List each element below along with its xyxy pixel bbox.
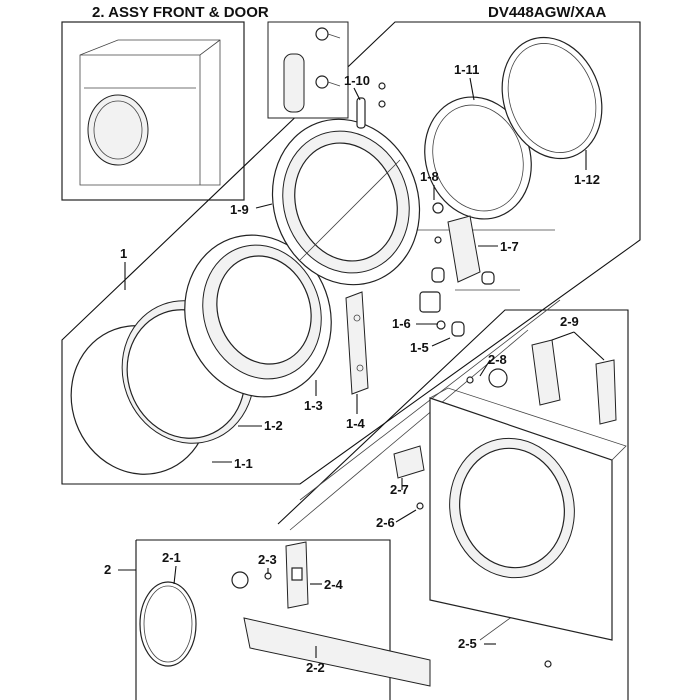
callout-2-7: 2-7: [390, 482, 409, 497]
bottom-ring: [139, 581, 197, 667]
callout-1-5: 1-5: [410, 340, 429, 355]
callout-2-3: 2-3: [258, 552, 277, 567]
panel-brackets: [531, 339, 617, 425]
bottom-assembly-boundary: [135, 539, 391, 700]
bottom-bracket: [285, 541, 309, 609]
callout-1-3: 1-3: [304, 398, 323, 413]
callout-1-6: 1-6: [392, 316, 411, 331]
callout-1-12: 1-12: [574, 172, 600, 187]
callout-1-4: 1-4: [346, 416, 366, 431]
callout-1-8: 1-8: [420, 169, 439, 184]
callout-1-7: 1-7: [500, 239, 519, 254]
model-number: DV448AGW/XAA: [488, 4, 607, 21]
bottom-screw: [231, 571, 272, 589]
door-outer-glass: [424, 96, 532, 220]
callout-2-6: 2-6: [376, 515, 395, 530]
callout-2-9: 2-9: [560, 314, 579, 329]
callout-2-4: 2-4: [324, 577, 344, 592]
door-inner-frame: [184, 234, 332, 398]
door-assembly-boundary: [61, 21, 641, 485]
callout-1: 1: [120, 246, 127, 261]
callout-2-8: 2-8: [488, 352, 507, 367]
bottom-trim: [243, 617, 431, 687]
callout-1-10: 1-10: [344, 73, 370, 88]
dryer-thumbnail: [61, 21, 245, 201]
leader-lines: [118, 77, 605, 658]
door-latch-strip: [345, 291, 369, 395]
callout-1-11: 1-11: [454, 62, 479, 77]
callout-1-9: 1-9: [230, 202, 249, 217]
callout-1-1: 1-1: [234, 456, 253, 471]
callout-2: 2: [104, 562, 111, 577]
callout-1-2: 1-2: [264, 418, 283, 433]
door-outer-frame: [271, 118, 421, 286]
door-glass: [70, 300, 255, 475]
callout-2-5: 2-5: [458, 636, 477, 651]
section-title: 2. ASSY FRONT & DOOR: [92, 4, 269, 21]
door-outer-gasket: [501, 36, 603, 160]
panel-screws: [466, 368, 508, 388]
door-handle-parts: [267, 21, 386, 129]
callout-2-1: 2-1: [162, 550, 181, 565]
callout-2-2: 2-2: [306, 660, 325, 675]
door-switch: [393, 445, 425, 510]
front-assembly-boundary: [277, 309, 629, 700]
front-panel: [429, 387, 627, 668]
door-hinge-parts: [419, 202, 495, 337]
